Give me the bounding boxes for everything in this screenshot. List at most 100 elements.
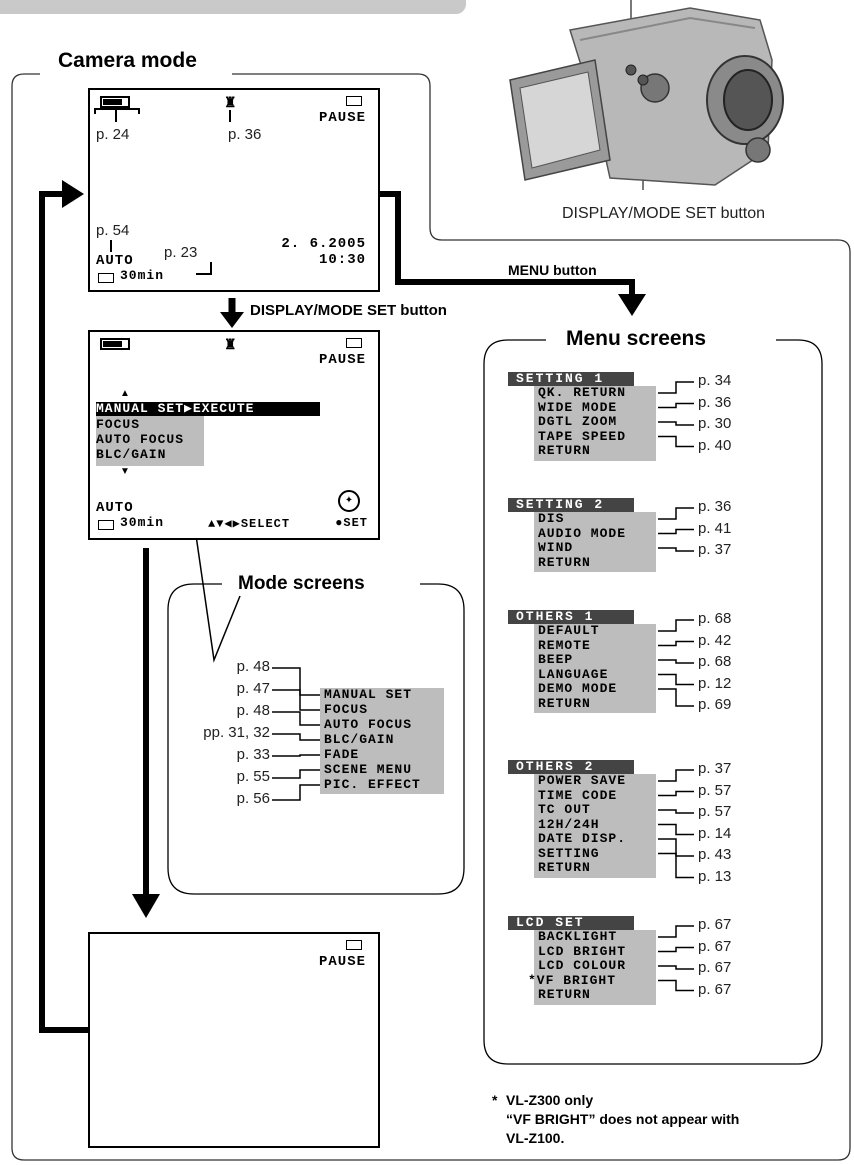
mode-list-item: SCENE MENU [324, 762, 413, 777]
menu-item[interactable]: *VF BRIGHT [528, 972, 617, 988]
menu-item[interactable]: BACKLIGHT [538, 929, 618, 944]
menu-leader-line [658, 547, 694, 552]
menu-item[interactable]: TIME CODE [538, 787, 618, 803]
menu-item[interactable]: TC OUT [538, 802, 591, 817]
battery-tick [115, 108, 117, 122]
menu-leader-line [658, 790, 694, 797]
menu-leader-line [658, 435, 694, 448]
tape-small-icon [98, 520, 114, 530]
menu-leader-line [658, 965, 694, 970]
menu-item[interactable]: AUDIO MODE [538, 525, 627, 541]
menu-leader-line [658, 507, 694, 520]
menu-item[interactable]: WIND [538, 540, 574, 555]
mode-list-ref: p. 47 [236, 680, 270, 697]
tape-tick-h [196, 273, 212, 275]
set-hint: ●SET [335, 516, 368, 530]
menu-item[interactable]: WIDE MODE [538, 399, 618, 415]
menu-title: OTHERS 2 [508, 760, 634, 774]
menu-item[interactable]: RETURN [538, 860, 591, 875]
mode-list-item: FOCUS [324, 702, 369, 717]
menu-item[interactable]: RETURN [538, 695, 591, 711]
menu-leader-line [658, 421, 694, 426]
ref-auto: p. 54 [96, 222, 130, 239]
tape-small-icon [98, 273, 114, 283]
top-tab [0, 0, 466, 14]
menu-ref: p. 68 [698, 653, 732, 670]
menu-item[interactable]: DIS [538, 511, 565, 526]
person-icon: ♜ [224, 336, 237, 352]
mode-list-ref: p. 33 [236, 746, 270, 763]
menu-button-label: MENU button [508, 262, 597, 278]
menu-item[interactable]: LANGUAGE [538, 666, 609, 682]
mode-item-auto-focus[interactable]: AUTO FOCUS [96, 432, 185, 447]
menu-ref: p. 40 [698, 436, 732, 454]
menu-item[interactable]: DEFAULT [538, 623, 600, 638]
menu-item[interactable]: RETURN [538, 554, 591, 570]
pause-text: PAUSE [318, 352, 366, 368]
menu-item[interactable]: DEMO MODE [538, 681, 618, 696]
menu-ref: p. 37 [698, 541, 732, 558]
mode-item-blc-gain[interactable]: BLC/GAIN [96, 447, 167, 462]
mode-list-item: MANUAL SET [324, 687, 413, 702]
menu-ref: p. 34 [698, 372, 732, 389]
menu-item[interactable]: DATE DISP. [538, 831, 627, 846]
person-icon: ♜ [224, 94, 237, 110]
footnote-line-2: “VF BRIGHT” does not appear with [506, 1111, 740, 1127]
menu-body [534, 624, 656, 713]
menu-item[interactable]: RETURN [538, 987, 591, 1002]
menu-ref: p. 68 [698, 610, 732, 627]
down-arrow-icon: ▼ [120, 466, 130, 477]
ref-person: p. 36 [228, 126, 262, 143]
tape-icon [346, 96, 362, 106]
menu-ref: p. 43 [698, 846, 732, 863]
menu-item[interactable]: QK. RETURN [538, 385, 627, 400]
mode-leader-line [272, 769, 320, 779]
menu-item[interactable]: TAPE SPEED [538, 428, 627, 444]
mode-leader-line [272, 754, 320, 757]
menu-leader-line [658, 381, 694, 394]
menu-leader-line [658, 528, 694, 535]
mode-list-item: FADE [324, 747, 360, 762]
mode-leader-line [272, 667, 320, 696]
menu-ref: p. 14 [698, 824, 732, 842]
menu-ref: p. 69 [698, 696, 732, 713]
menu-leader-line [658, 925, 694, 938]
menu-screens-label: Menu screens [566, 327, 707, 350]
tape-remaining: 30min [120, 515, 165, 530]
date-text: 2. 6.2005 [281, 236, 366, 252]
up-arrow-icon: ▲ [120, 388, 130, 399]
mode-screens-label: Mode screens [238, 573, 365, 594]
auto-text: AUTO [96, 500, 134, 516]
menu-item[interactable]: POWER SAVE [538, 773, 627, 788]
mode-leader-line [272, 733, 320, 741]
camera-callout-label: DISPLAY/MODE SET button [562, 205, 766, 222]
mode-list-item: AUTO FOCUS [324, 717, 413, 732]
footnote-line-1: VL-Z300 only [506, 1092, 594, 1108]
menu-item[interactable]: RETURN [538, 443, 591, 458]
menu-item[interactable]: DGTL ZOOM [538, 414, 618, 429]
menu-leader-line [658, 979, 694, 992]
menu-title: LCD SET [508, 916, 634, 930]
menu-leader-line [658, 823, 694, 836]
footnote-line-3: VL-Z100. [506, 1130, 565, 1146]
menu-item[interactable]: BEEP [538, 652, 574, 667]
menu-item[interactable]: LCD BRIGHT [538, 943, 627, 959]
menu-item[interactable]: SETTING [538, 845, 600, 861]
menu-body [534, 930, 656, 1005]
menu-item[interactable]: LCD COLOUR [538, 958, 627, 973]
menu-ref: p. 36 [698, 498, 732, 515]
pause-text: PAUSE [318, 954, 366, 970]
tape-icon [346, 940, 362, 950]
display-screen-2: ♜ PAUSE ▲ MANUAL SET▶EXECUTE FOCUS AUTO … [88, 330, 380, 540]
menu-item[interactable]: 12H/24H [538, 816, 600, 832]
menu-ref: p. 57 [698, 803, 732, 820]
mode-item-manual-set[interactable]: MANUAL SET▶EXECUTE [96, 402, 320, 416]
menu-item[interactable]: REMOTE [538, 637, 591, 653]
menu-leader-line [658, 402, 694, 409]
mode-item-focus[interactable]: FOCUS [96, 417, 141, 432]
auto-tick [110, 240, 112, 252]
menu-leader-line [658, 838, 694, 857]
mode-list-item: BLC/GAIN [324, 732, 395, 747]
